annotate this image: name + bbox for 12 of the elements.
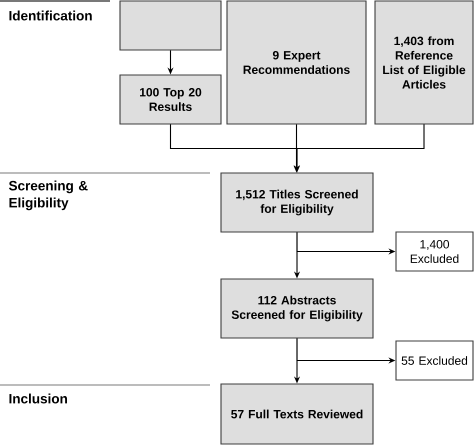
process-box: 1,512 Titles Screened for Eligibility [220,172,374,233]
excluded-box: 55 Excluded [395,340,474,381]
section-heading: Identification [9,10,92,20]
process-box: 9 Expert Recommendations [226,0,367,125]
section-heading: Screening & Eligibility [8,180,88,210]
excluded-box: 1,400 Excluded [395,231,474,272]
section-heading: Inclusion [9,394,67,404]
process-box: 57 Full Texts Reviewed [220,383,374,445]
process-box: 112 Abstracts Screened for Eligibility [220,278,374,339]
process-box [119,0,222,51]
process-box: 1,403 from Reference List of Eligible Articles [374,0,474,125]
process-box: 100 Top 20 Results [119,74,222,125]
